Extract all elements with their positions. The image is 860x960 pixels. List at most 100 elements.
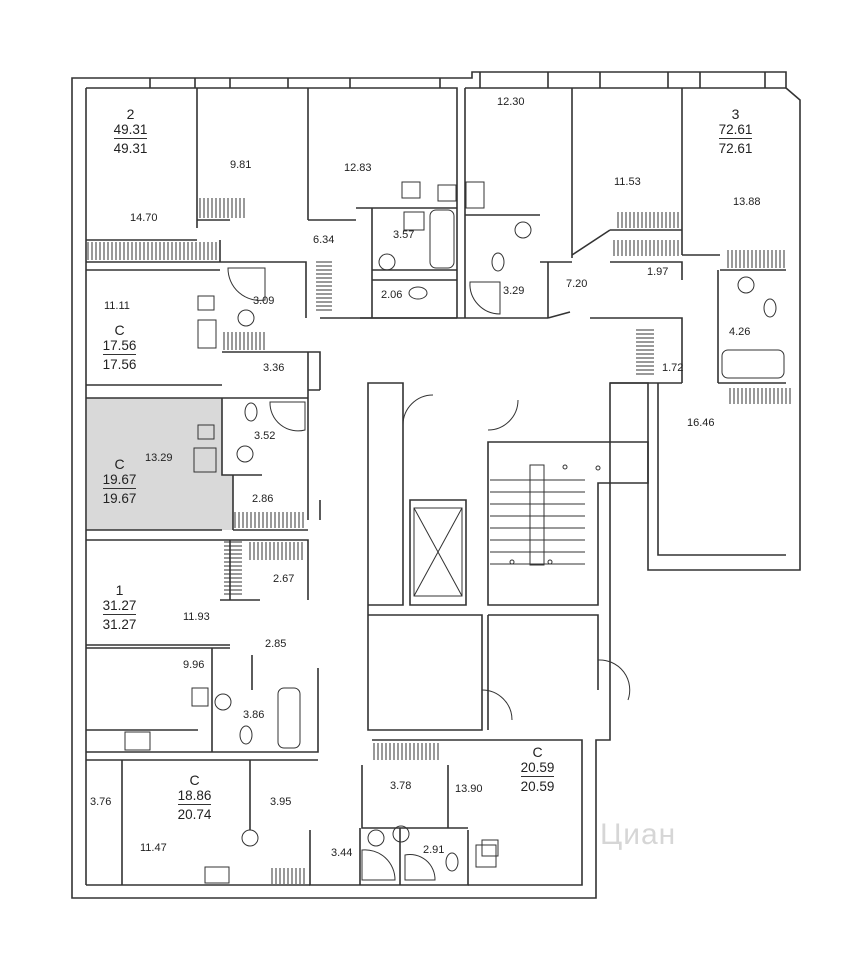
vent-icon	[547, 559, 553, 565]
shower-icon	[404, 854, 436, 881]
unit-label-3: 3 72.61 72.61	[713, 106, 758, 158]
shower-icon	[469, 281, 501, 315]
unit-label-studio-d: С 20.59 20.59	[515, 744, 560, 796]
sink-icon	[197, 295, 215, 311]
toilet-icon	[408, 286, 428, 300]
unit-label-studio-b: С 19.67 19.67	[97, 456, 142, 508]
unit-total-area: 17.56	[102, 353, 137, 373]
room-area: 11.11	[104, 300, 130, 312]
elevator-icon	[413, 507, 463, 597]
room-area: 2.86	[252, 493, 274, 505]
washing-machine-icon	[237, 309, 255, 327]
unit-type: 2	[126, 106, 135, 122]
washing-machine-icon	[236, 445, 254, 463]
stove-icon	[193, 447, 217, 473]
unit-total-area: 19.67	[102, 487, 137, 507]
sink-icon	[197, 424, 215, 440]
room-area: 3.78	[390, 780, 412, 792]
unit-type: С	[189, 772, 200, 788]
watermark: Циан	[600, 818, 677, 851]
unit-type: С	[114, 456, 125, 472]
washing-machine-icon	[241, 829, 259, 847]
unit-type: 1	[115, 582, 124, 598]
room-area: 11.93	[183, 611, 210, 623]
toilet-icon	[239, 725, 253, 745]
unit-area: 49.31	[113, 122, 148, 138]
stove-icon	[124, 731, 151, 751]
room-area: 9.96	[183, 659, 205, 671]
room-area: 13.88	[733, 196, 761, 208]
unit-type: 3	[731, 106, 740, 122]
elevator-icon	[413, 507, 463, 597]
unit-total-area: 72.61	[718, 137, 753, 157]
sink-icon	[401, 181, 421, 199]
unit-area: 18.86	[177, 788, 212, 804]
toilet-icon	[445, 852, 459, 872]
unit-type: С	[532, 744, 543, 760]
washing-machine-icon	[367, 829, 385, 847]
room-area: 3.57	[393, 229, 415, 241]
unit-label-2: 2 49.31 49.31	[108, 106, 153, 158]
room-area: 3.86	[243, 709, 265, 721]
washing-machine-icon	[737, 276, 755, 294]
washing-machine-icon	[514, 221, 532, 239]
room-area: 1.97	[647, 266, 669, 278]
washing-machine-icon	[378, 253, 396, 271]
stair-icon	[529, 464, 545, 566]
room-area: 1.72	[662, 362, 684, 374]
door-swing-icon	[402, 394, 434, 426]
door-swing-icon	[597, 659, 631, 701]
room-area: 9.81	[230, 159, 252, 171]
unit-type: С	[114, 322, 125, 338]
room-area: 13.90	[455, 783, 483, 795]
wall-lines	[71, 71, 801, 899]
room-area: 2.67	[273, 573, 295, 585]
washing-machine-icon	[214, 693, 232, 711]
shower-icon	[227, 267, 266, 301]
fixtures	[124, 181, 785, 884]
unit-total-area: 31.27	[102, 613, 137, 633]
room-area: 3.36	[263, 362, 285, 374]
sink-icon	[403, 211, 425, 231]
highlighted-unit-fill	[87, 398, 233, 530]
room-area: 3.76	[90, 796, 112, 808]
unit-area: 20.59	[520, 760, 555, 776]
toilet-icon	[244, 402, 258, 422]
stove-icon	[465, 181, 485, 209]
room-area: 4.26	[729, 326, 751, 338]
room-area: 3.29	[503, 285, 525, 297]
room-area: 13.29	[145, 452, 173, 464]
room-area: 2.85	[265, 638, 287, 650]
stove-icon	[204, 866, 230, 884]
sink-icon	[481, 839, 499, 857]
sink-icon	[191, 687, 209, 707]
bathtub-icon	[721, 349, 785, 379]
room-area: 3.09	[253, 295, 275, 307]
room-area: 2.91	[423, 844, 445, 856]
room-area: 3.44	[331, 847, 353, 859]
bathtub-icon	[277, 687, 301, 749]
room-area: 11.53	[614, 176, 641, 188]
unit-area: 31.27	[102, 598, 137, 614]
unit-area: 19.67	[102, 472, 137, 488]
unit-total-area: 49.31	[113, 137, 148, 157]
toilet-icon	[763, 298, 777, 318]
room-area: 3.95	[270, 796, 292, 808]
stove-icon	[197, 319, 217, 349]
room-area: 6.34	[313, 234, 335, 246]
toilet-icon	[491, 252, 505, 272]
room-area: 12.83	[344, 162, 372, 174]
room-area: 12.30	[497, 96, 525, 108]
room-area: 16.46	[687, 417, 715, 429]
room-area: 14.70	[130, 212, 158, 224]
vent-icon	[562, 464, 568, 470]
shower-icon	[269, 401, 306, 432]
unit-label-studio-a: С 17.56 17.56	[97, 322, 142, 374]
sink-icon	[437, 184, 457, 202]
unit-total-area: 20.74	[177, 803, 212, 823]
shower-icon	[361, 849, 396, 881]
unit-total-area: 20.59	[520, 775, 555, 795]
washing-machine-icon	[392, 825, 410, 843]
room-area: 11.47	[140, 842, 167, 854]
